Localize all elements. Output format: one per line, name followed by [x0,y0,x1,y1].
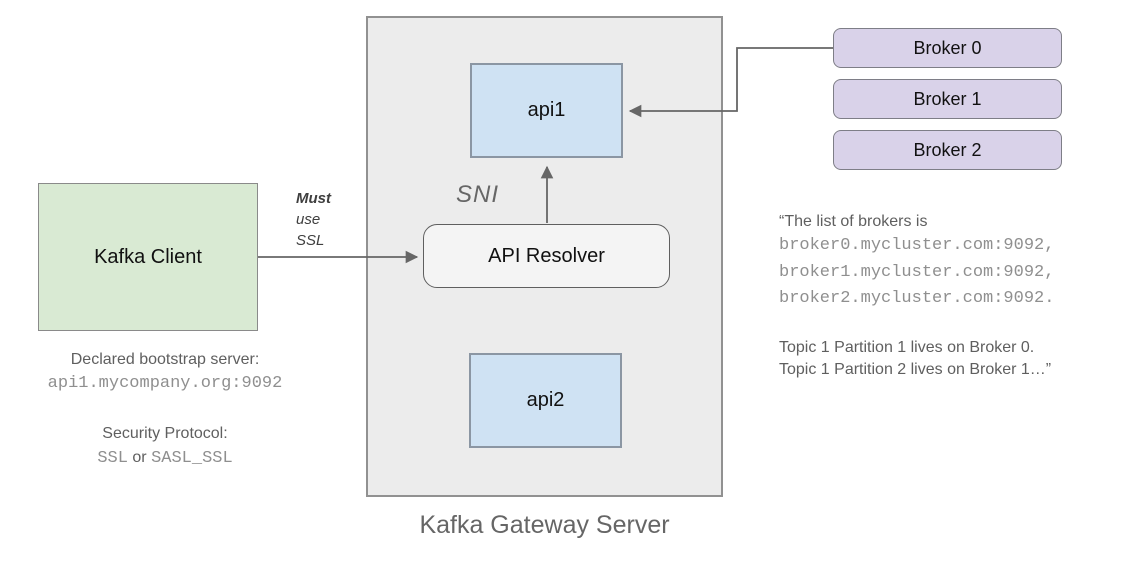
spacer [30,396,300,422]
broker-1-box: Broker 1 [833,79,1062,119]
security-option-sasl-ssl: SASL_SSL [151,449,233,468]
security-options: SSL or SASL_SSL [30,446,300,471]
bootstrap-caption: Declared bootstrap server: [70,351,260,368]
broker-0-box: Broker 0 [833,28,1062,68]
gateway-title: Kafka Gateway Server [419,511,670,539]
topic-partition-line2: Topic 1 Partition 2 lives on Broker 1…” [779,360,1052,378]
spacer [779,313,1129,337]
kafka-client-box: Kafka Client [38,183,258,331]
broker-address-2: broker2.mycluster.com:9092. [779,289,1055,308]
security-caption: Security Protocol: [102,425,228,442]
broker-note-intro: “The list of brokers is [779,213,928,230]
security-conjunction: or [132,449,147,466]
api1-label: api1 [527,99,566,121]
api2-label: api2 [526,389,565,411]
broker-address-1: broker1.mycluster.com:9092, [779,262,1055,282]
ssl-note-line1: Must [296,190,331,207]
api-resolver-box: API Resolver [423,224,670,288]
broker-0-label: Broker 0 [913,37,982,58]
broker-2-box: Broker 2 [833,130,1062,170]
ssl-note-line3: SSL [296,232,325,249]
api-resolver-label: API Resolver [488,244,605,267]
kafka-client-label: Kafka Client [94,245,202,268]
api2-box: api2 [469,353,622,448]
bootstrap-address: api1.mycompany.org:9092 [47,374,283,393]
client-notes: Declared bootstrap server: api1.mycompan… [30,348,300,471]
must-use-ssl-note: Must use SSL [296,188,331,251]
ssl-note-line2: use [296,211,321,228]
broker-1-label: Broker 1 [913,88,982,109]
topic-partition-line1: Topic 1 Partition 1 lives on Broker 0. [779,338,1035,356]
sni-label: SNI [456,181,500,208]
broker-2-label: Broker 2 [913,139,982,160]
security-option-ssl: SSL [97,449,128,468]
broker-metadata-note: “The list of brokers is broker0.mycluste… [779,211,1129,381]
api1-box: api1 [470,63,623,158]
broker-address-0: broker0.mycluster.com:9092, [779,236,1055,255]
